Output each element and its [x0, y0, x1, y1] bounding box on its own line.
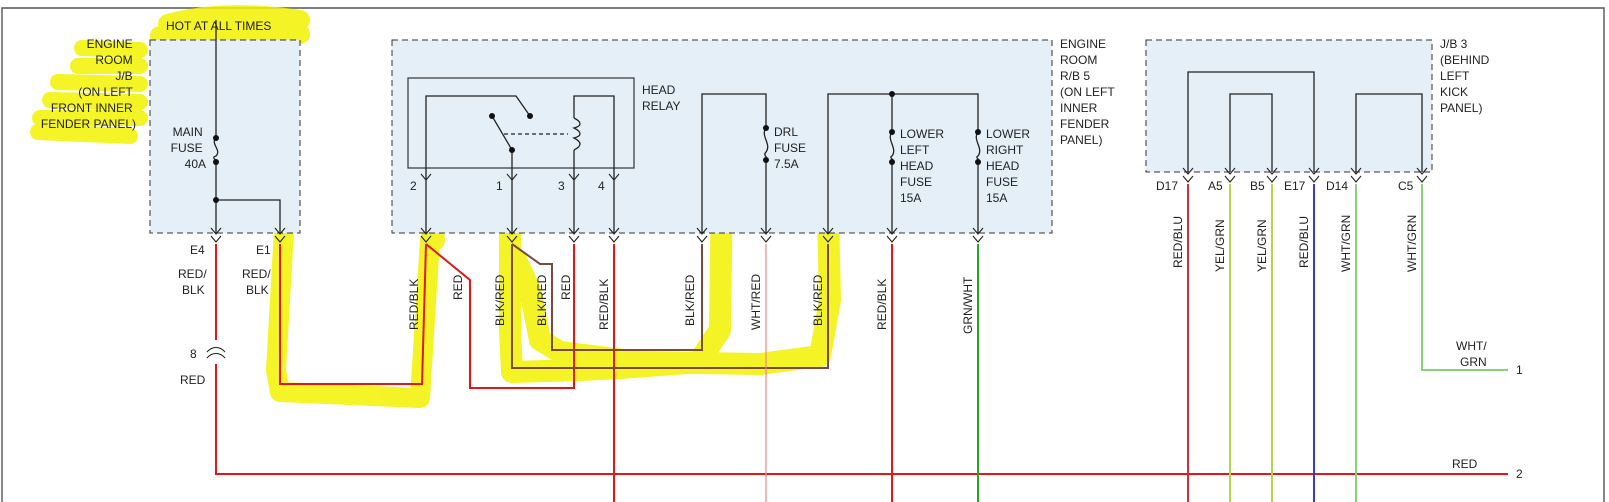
- e4-wire-color: RED/ BLK: [178, 267, 210, 297]
- pin-e1-label: E1: [256, 243, 271, 257]
- jb3-pin-a5: A5: [1208, 179, 1223, 193]
- wire-label-red-blu-2: RED/BLU: [1297, 216, 1311, 268]
- connector-terminals: [206, 167, 1428, 359]
- engine-rb-title: ENGINE ROOM R/B 5 (ON LEFT INNER FENDER …: [1060, 37, 1118, 147]
- wire-e1-red-blk: [279, 243, 427, 385]
- jb3-title: J/B 3 (BEHIND LEFT KICK PANEL): [1440, 37, 1493, 115]
- relay-pin-4: 4: [598, 179, 605, 193]
- diagram-frame: [1, 7, 1605, 502]
- external-wires: [215, 184, 1508, 502]
- wire-label-wht-grn-2: WHT/GRN: [1405, 215, 1419, 272]
- output-1-color: WHT/ GRN: [1456, 339, 1490, 369]
- wire-e4-red-blk: [215, 244, 1508, 475]
- wire-label-blk-red-1: BLK/RED: [493, 274, 507, 326]
- highlight-blkred-drop: [505, 201, 841, 375]
- jb3-pin-d17: D17: [1156, 179, 1178, 193]
- output-1-number: 1: [1516, 363, 1523, 377]
- jb3-internal-lines: [1187, 71, 1423, 172]
- wire-label-blk-red-3: BLK/RED: [683, 274, 697, 326]
- head-relay-label: HEAD RELAY: [642, 83, 680, 113]
- lower-right-head-fuse-label: LOWER RIGHT HEAD FUSE 15A: [986, 127, 1033, 205]
- relay-pin-3: 3: [558, 179, 565, 193]
- internal-wiring: [213, 20, 1423, 233]
- wire-label-yel-grn-1: YEL/GRN: [1213, 219, 1227, 272]
- jb3-pin-c5: C5: [1398, 179, 1414, 193]
- junction-dots: [213, 91, 981, 203]
- wire-label-wht-grn-1: WHT/GRN: [1339, 215, 1353, 272]
- wire-label-red-blk-1: RED/BLK: [407, 279, 421, 330]
- engine-rb-box: [391, 39, 1053, 234]
- wire-label-blk-red-4: BLK/RED: [811, 274, 825, 326]
- wire-jb3-c5: [1421, 184, 1508, 371]
- pin-e4-label: E4: [190, 243, 205, 257]
- jb3-pin-d14: D14: [1326, 179, 1348, 193]
- jb3-pin-e17: E17: [1284, 179, 1306, 193]
- highlight-hot-label: [150, 5, 310, 46]
- wire-label-red-1: RED: [451, 274, 465, 300]
- jb3-pin-b5: B5: [1250, 179, 1265, 193]
- wire-label-red-blu-1: RED/BLU: [1171, 216, 1185, 268]
- wire-label-blk-red-2: BLK/RED: [535, 274, 549, 326]
- drl-fuse-label: DRL FUSE 7.5A: [774, 125, 809, 171]
- wire-label-grn-wht: GRN/WHT: [961, 276, 975, 334]
- head-relay-box: [407, 77, 635, 169]
- wire-blk-red-inner: [511, 243, 703, 351]
- output-2-color: RED: [1452, 457, 1478, 471]
- relay-coil-symbol: [572, 117, 581, 151]
- wire-blk-red-left: [511, 244, 829, 369]
- relay-pin2-line: [425, 95, 531, 233]
- lower-left-head-fuse-label: LOWER LEFT HEAD FUSE 15A: [900, 127, 947, 205]
- engine-jb-box: [149, 39, 301, 234]
- output-2-number: 2: [1516, 467, 1523, 481]
- drl-fuse-line: [701, 93, 767, 233]
- splice-8-symbol: [206, 346, 226, 359]
- wire-label-wht-red: WHT/RED: [749, 274, 763, 330]
- engine-jb-title: ENGINE ROOM J/B (ON LEFT FRONT INNER FEN…: [41, 37, 136, 131]
- lower-fuses-line: [827, 93, 979, 233]
- relay-pin-2: 2: [410, 179, 417, 193]
- wire-label-red-blk-2: RED/BLK: [597, 279, 611, 330]
- wire-relay-red: [425, 243, 575, 389]
- wire-label-red-2: RED: [559, 274, 573, 300]
- main-fuse-label: MAIN FUSE 40A: [171, 125, 206, 171]
- hot-at-all-times-label: HOT AT ALL TIMES: [166, 19, 271, 33]
- splice-number: 8: [190, 347, 197, 361]
- splice-color: RED: [180, 373, 206, 387]
- wire-label-yel-grn-2: YEL/GRN: [1255, 219, 1269, 272]
- highlight-engine-jb-title: [30, 40, 148, 144]
- jb3-box: [1145, 39, 1433, 173]
- relay-pin-1: 1: [496, 179, 503, 193]
- wire-label-red-blk-3: RED/BLK: [875, 279, 889, 330]
- e1-wire-color: RED/ BLK: [242, 267, 274, 297]
- relay-pin3-line: [573, 95, 615, 233]
